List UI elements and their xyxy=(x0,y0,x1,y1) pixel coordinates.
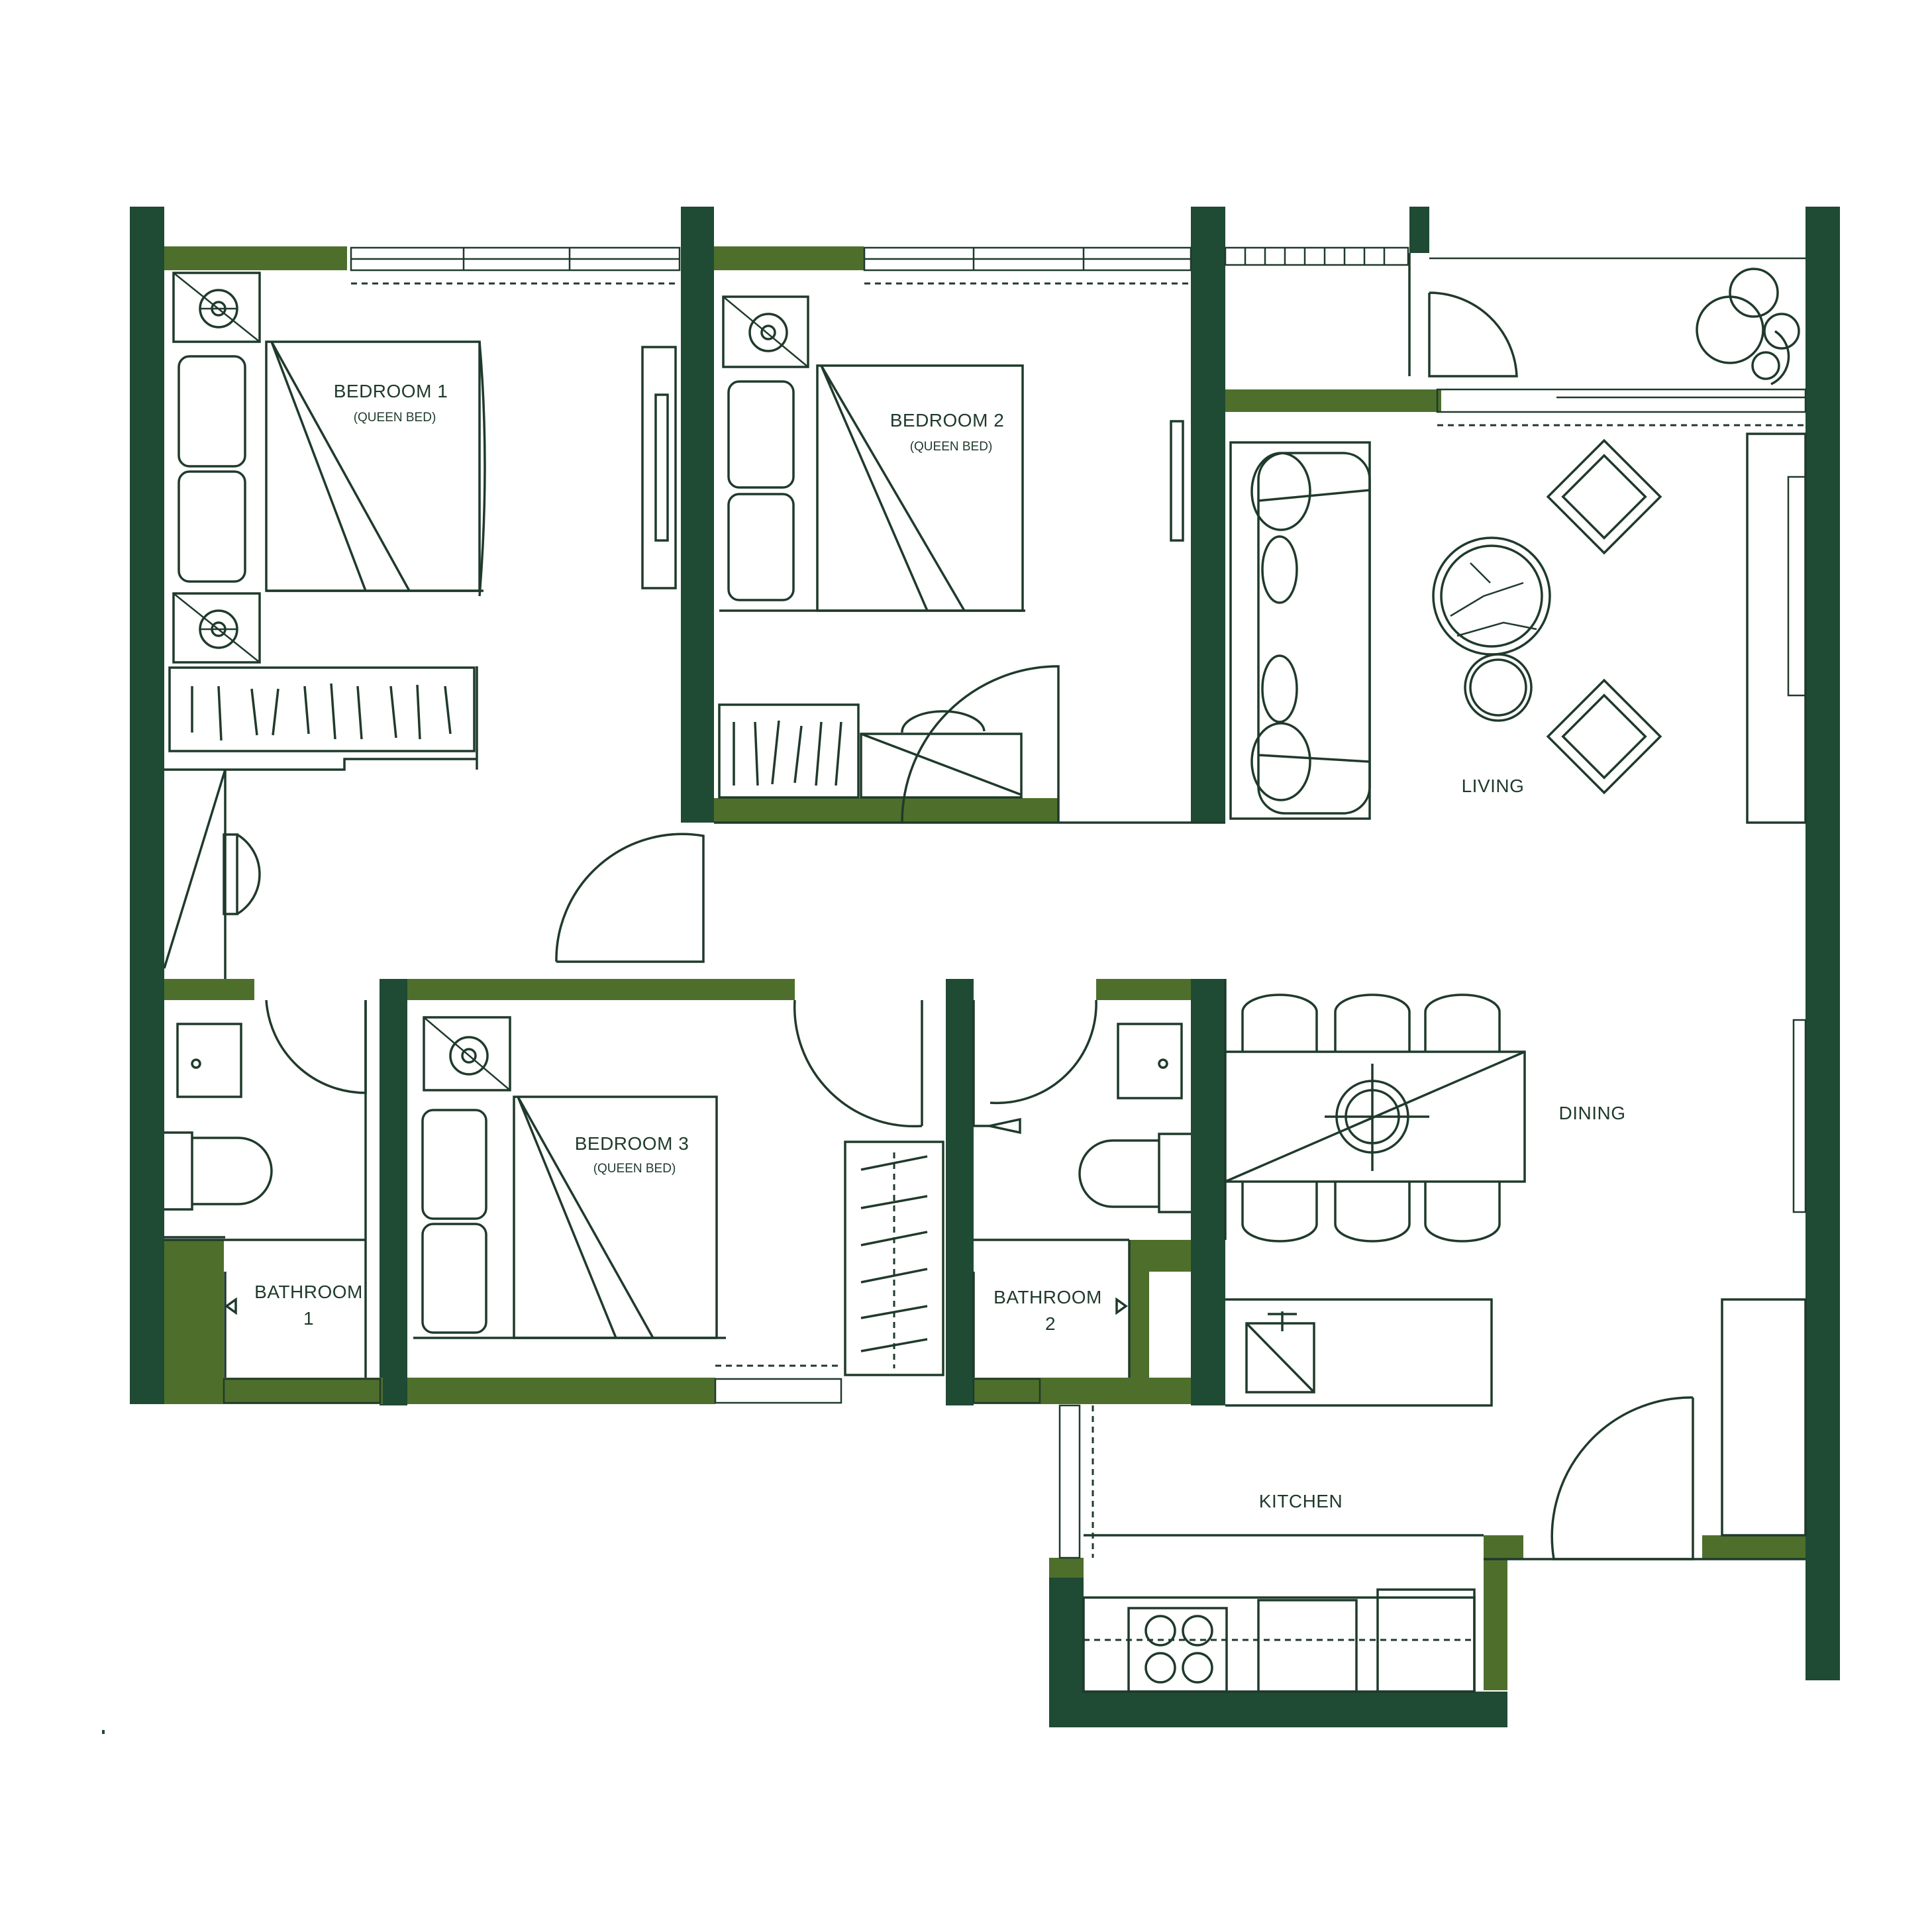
door-swing-icon xyxy=(555,833,705,963)
wardrobe-icon xyxy=(168,666,476,752)
door-swing-icon xyxy=(793,999,923,1128)
bedroom2-label: BEDROOM 2 xyxy=(890,410,1005,431)
door-swing-icon xyxy=(265,999,367,1094)
bedroom1-label: BEDROOM 1 xyxy=(334,381,448,401)
room-labels: BEDROOM 1 (QUEEN BED) BEDROOM 2 (QUEEN B… xyxy=(254,381,1625,1511)
living-furniture xyxy=(1229,438,1662,820)
bedroom2-sub: (QUEEN BED) xyxy=(910,440,993,454)
living-label: LIVING xyxy=(1462,776,1525,796)
bathroom2-label-line1: BATHROOM xyxy=(993,1287,1102,1307)
bedroom2-furniture xyxy=(718,295,1184,799)
door-swing-icon xyxy=(990,999,1097,1105)
bathroom1-label-line1: BATHROOM xyxy=(254,1282,363,1302)
bed-icon xyxy=(265,340,481,592)
dining-label: DINING xyxy=(1559,1103,1626,1123)
dining-table-icon xyxy=(1224,993,1526,1243)
toilet-icon xyxy=(1078,1133,1191,1213)
doors xyxy=(223,253,1694,1560)
kitchen-fixtures xyxy=(1082,1311,1476,1693)
partitions xyxy=(163,432,1807,1560)
basin-icon xyxy=(1117,1023,1183,1099)
armchair-icon xyxy=(1546,678,1662,795)
bathroom2-label-line2: 2 xyxy=(1045,1313,1056,1334)
bedroom3-label: BEDROOM 3 xyxy=(575,1133,689,1154)
windows xyxy=(223,246,1807,1559)
toilet-icon xyxy=(164,1131,273,1211)
stove-icon xyxy=(1127,1607,1228,1693)
door-swing-icon xyxy=(901,665,1060,823)
bedroom1-furniture xyxy=(168,272,677,752)
basin-icon xyxy=(176,1023,242,1098)
sink-icon xyxy=(1245,1322,1315,1394)
bed-icon xyxy=(816,364,1024,612)
bedroom3-furniture xyxy=(413,1016,944,1376)
bathroom1-fixtures xyxy=(164,1023,273,1315)
accent-walls xyxy=(164,246,1805,1690)
plant-icon xyxy=(1696,268,1800,385)
bathroom1-label-line2: 1 xyxy=(303,1308,314,1329)
door-swing-icon xyxy=(1428,291,1518,378)
bedroom1-sub: (QUEEN BED) xyxy=(354,411,436,425)
armchair-icon xyxy=(1546,438,1662,555)
wardrobe-icon xyxy=(844,1141,944,1376)
door-swing-icon xyxy=(1551,1396,1694,1560)
kitchen-label: KITCHEN xyxy=(1259,1491,1343,1511)
bathroom2-fixtures xyxy=(974,1023,1191,1315)
bedroom3-sub: (QUEEN BED) xyxy=(593,1162,676,1176)
structural-walls xyxy=(130,207,1840,1727)
wardrobe-icon xyxy=(718,703,860,799)
